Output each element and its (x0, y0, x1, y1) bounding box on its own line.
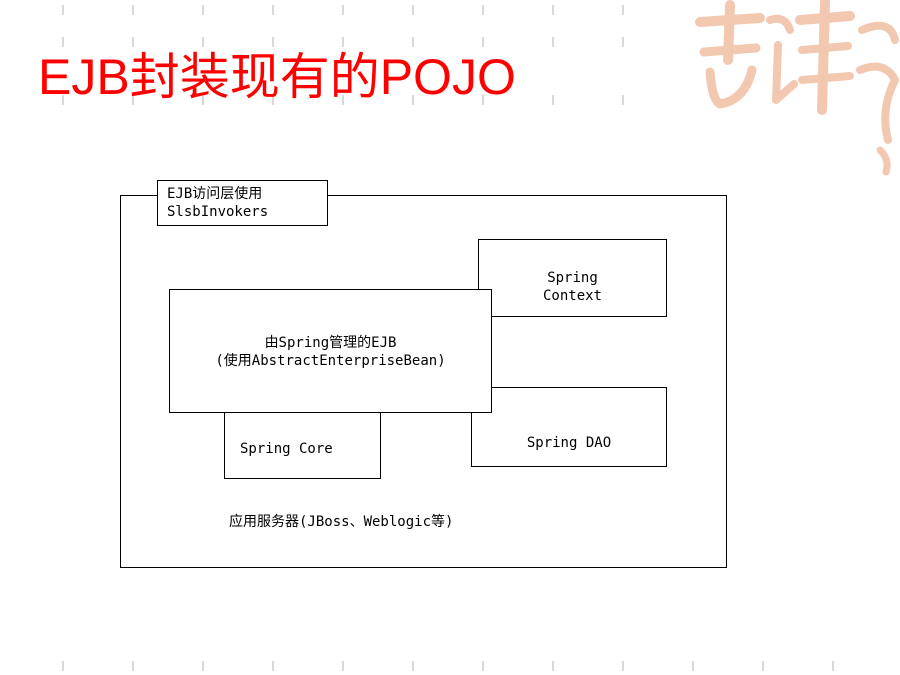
tick-mark (552, 5, 554, 15)
tick-mark (622, 5, 624, 15)
tick-mark (62, 5, 64, 15)
slide-title: EJB封装现有的POJO (38, 49, 516, 105)
tick-mark (342, 37, 344, 47)
tick-mark (132, 37, 134, 47)
spring-core-label: Spring Core (240, 441, 333, 457)
tick-mark (272, 5, 274, 15)
app-server-top-edge-right (328, 195, 727, 196)
tick-mark (62, 37, 64, 47)
tick-mark (622, 95, 624, 105)
tick-mark (272, 37, 274, 47)
ejb-access-layer-line1: EJB访问层使用 (167, 186, 263, 202)
tick-mark (62, 661, 64, 671)
tick-mark (202, 37, 204, 47)
tick-mark (202, 5, 204, 15)
tick-mark (482, 5, 484, 15)
tick-mark (272, 95, 274, 105)
ejb-access-layer-line2: SlsbInvokers (167, 204, 269, 220)
tick-mark (342, 661, 344, 671)
tick-mark (132, 95, 134, 105)
spring-dao-box: Spring DAO (471, 387, 667, 467)
tick-mark (412, 5, 414, 15)
app-server-top-edge-left (120, 195, 157, 196)
tick-mark (762, 661, 764, 671)
app-server-label: 应用服务器(JBoss、Weblogic等) (229, 514, 454, 530)
spring-context-box: Spring Context (478, 239, 667, 317)
tick-mark (482, 661, 484, 671)
tick-mark (482, 37, 484, 47)
tick-mark (552, 661, 554, 671)
tick-mark (832, 661, 834, 671)
tick-mark (202, 95, 204, 105)
tick-mark (552, 95, 554, 105)
tick-mark (132, 661, 134, 671)
tick-mark (692, 661, 694, 671)
tick-mark (62, 95, 64, 105)
tick-mark (412, 95, 414, 105)
tick-mark (622, 37, 624, 47)
tick-mark (272, 661, 274, 671)
spring-context-line1: Spring (547, 270, 598, 286)
tick-mark (342, 95, 344, 105)
spring-managed-ejb-box: 由Spring管理的EJB (使用AbstractEnterpriseBean) (169, 289, 492, 413)
tick-mark (412, 37, 414, 47)
tick-mark (132, 5, 134, 15)
spring-context-line2: Context (542, 288, 602, 304)
ejb-access-layer-box: EJB访问层使用 SlsbInvokers (157, 180, 328, 226)
spring-managed-ejb-line2: (使用AbstractEnterpriseBean) (215, 353, 446, 369)
spring-dao-label: Spring DAO (526, 435, 612, 451)
calligraphy-logo-icon (695, 0, 899, 176)
tick-mark (482, 95, 484, 105)
tick-mark (202, 661, 204, 671)
tick-mark (552, 37, 554, 47)
spring-managed-ejb-line1: 由Spring管理的EJB (264, 335, 397, 351)
tick-mark (412, 661, 414, 671)
tick-mark (622, 661, 624, 671)
tick-mark (342, 5, 344, 15)
spring-core-box: Spring Core (224, 405, 381, 479)
